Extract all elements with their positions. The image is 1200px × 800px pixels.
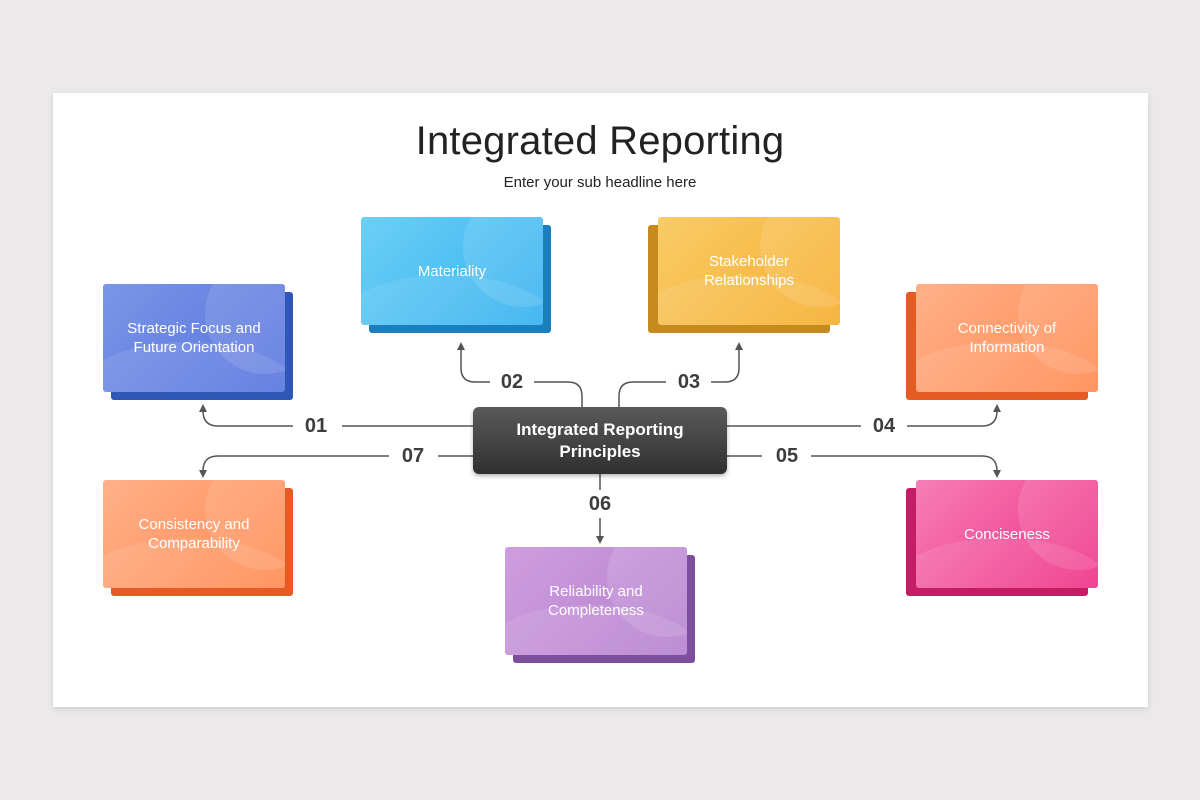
- connector-02: [534, 381, 583, 407]
- principle-label-02: Materiality: [417, 262, 487, 280]
- connector-07-arrow: [199, 455, 389, 478]
- connector-04-arrow: [907, 404, 1001, 427]
- connector-02-arrow: [457, 342, 490, 383]
- center-hub-label: Integrated Reporting Principles: [516, 419, 684, 461]
- card-front: Stakeholder Relationships: [658, 217, 840, 325]
- center-hub: Integrated Reporting Principles: [473, 407, 727, 474]
- card-front: Strategic Focus and Future Orientation: [103, 284, 285, 392]
- principle-number-01: 01: [304, 415, 328, 437]
- card-front: Consistency and Comparability: [103, 480, 285, 588]
- card-front: Conciseness: [916, 480, 1098, 588]
- principle-number-02: 02: [500, 371, 524, 393]
- principle-card-02: Materiality: [361, 217, 551, 333]
- principle-number-04: 04: [872, 415, 896, 437]
- principle-card-01: Strategic Focus and Future Orientation: [103, 284, 293, 400]
- principle-card-07: Consistency and Comparability: [103, 480, 293, 596]
- card-front: Materiality: [361, 217, 543, 325]
- principle-label-03: Stakeholder Relationships: [703, 253, 795, 289]
- connector-01-arrow: [199, 404, 293, 427]
- card-front: Reliability and Completeness: [505, 547, 687, 655]
- card-front: Connectivity of Information: [916, 284, 1098, 392]
- principle-number-05: 05: [775, 445, 799, 467]
- principle-number-07: 07: [401, 445, 425, 467]
- principle-card-06: Reliability and Completeness: [505, 547, 695, 663]
- principle-card-04: Connectivity of Information: [906, 284, 1098, 400]
- connector-05-arrow: [811, 455, 1001, 478]
- diagram-subtitle: Enter your sub headline here: [503, 174, 697, 191]
- principle-number-06: 06: [588, 493, 612, 515]
- connector-03-arrow: [711, 342, 743, 383]
- principle-label-07: Consistency and Comparability: [138, 516, 250, 552]
- principle-card-03: Stakeholder Relationships: [648, 217, 840, 333]
- connector-03: [618, 381, 666, 407]
- principle-number-03: 03: [677, 371, 701, 393]
- principle-card-05: Conciseness: [906, 480, 1098, 596]
- principle-label-01: Strategic Focus and Future Orientation: [127, 320, 261, 356]
- principle-label-06: Reliability and Completeness: [548, 583, 644, 619]
- principle-label-04: Connectivity of Information: [957, 320, 1057, 356]
- principle-label-05: Conciseness: [964, 525, 1050, 543]
- diagram-title: Integrated Reporting: [415, 119, 785, 163]
